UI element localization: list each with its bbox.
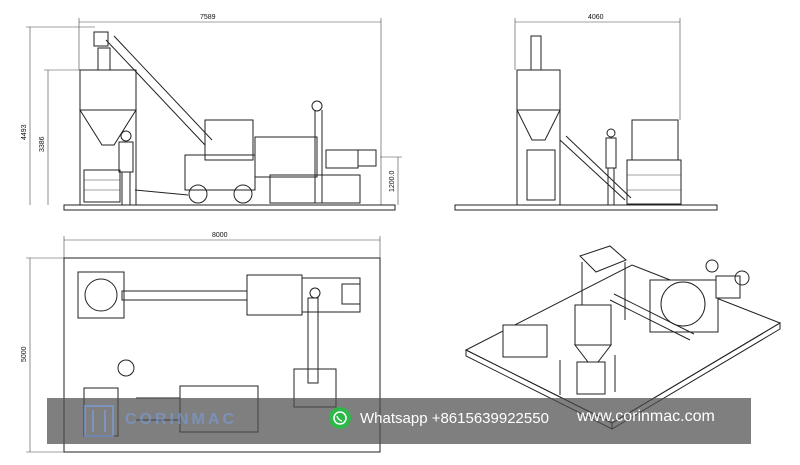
side-height-tower-dim: 3386 — [39, 136, 46, 152]
contact-banner: CORINMAC Whatsapp +8615639922550 www.cor… — [47, 398, 751, 444]
plan-length-dim: 8000 — [212, 232, 228, 239]
end-elevation-view: 4060 — [454, 14, 718, 211]
whatsapp-number[interactable]: Whatsapp +8615639922550 — [360, 410, 549, 427]
plan-view: 8000 5000 — [21, 232, 381, 453]
whatsapp-icon[interactable] — [329, 407, 351, 429]
website-link[interactable]: www.corinmac.com — [577, 408, 715, 425]
end-width-dim: 4060 — [588, 14, 604, 21]
side-length-dim: 7589 — [200, 14, 216, 21]
logo-text: CORINMAC — [125, 411, 237, 428]
corinmac-logo — [84, 405, 114, 437]
plan-width-dim: 5000 — [21, 346, 28, 362]
side-height-mixer-dim: 1200.0 — [389, 170, 396, 192]
side-elevation-view: 7589 4493 3386 1200.0 — [21, 14, 402, 211]
isometric-view — [464, 245, 782, 430]
side-height-total-dim: 4493 — [21, 124, 28, 140]
